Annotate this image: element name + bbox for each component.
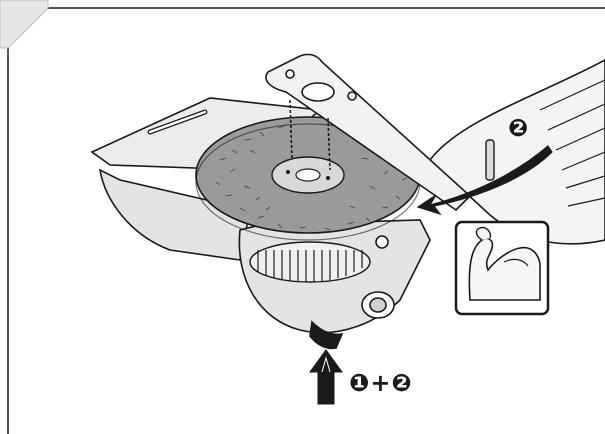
flexed-arm-icon	[456, 222, 548, 314]
spindle-flange	[250, 242, 370, 282]
step-2-label: ❷	[508, 116, 528, 140]
lock-pin	[486, 140, 494, 180]
up-arrow-icon	[310, 350, 342, 404]
combined-step-label: ❶+❷	[349, 371, 413, 395]
grinder-body	[430, 60, 605, 244]
